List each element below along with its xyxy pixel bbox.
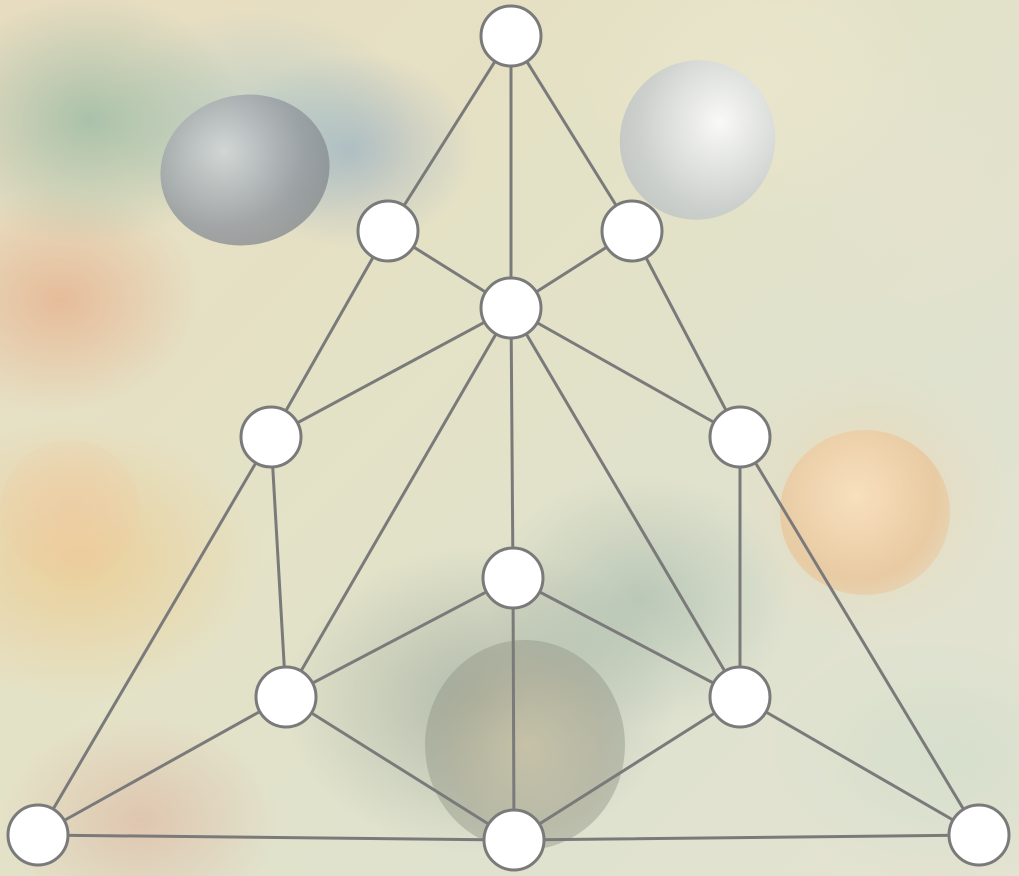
node-c[interactable] — [481, 278, 541, 338]
edge-ml-ll — [271, 437, 286, 697]
node-br[interactable] — [949, 805, 1009, 865]
edge-ll-bm — [286, 697, 514, 840]
node-ll[interactable] — [256, 667, 316, 727]
edge-ll-bl — [38, 697, 286, 835]
node-top[interactable] — [481, 6, 541, 66]
node-layer — [8, 6, 1009, 870]
edge-ml-bl — [38, 437, 271, 835]
node-lr[interactable] — [710, 667, 770, 727]
edge-lr-br — [740, 697, 979, 835]
edge-lr-bm — [514, 697, 740, 840]
node-ml[interactable] — [241, 407, 301, 467]
edge-in-bm — [513, 578, 514, 840]
node-ul[interactable] — [358, 201, 418, 261]
node-ur[interactable] — [602, 201, 662, 261]
edge-layer — [38, 36, 979, 840]
edge-top-ul — [388, 36, 511, 231]
node-in[interactable] — [483, 548, 543, 608]
edge-bm-br — [514, 835, 979, 840]
edge-top-ur — [511, 36, 632, 231]
edge-bl-bm — [38, 835, 514, 840]
node-bm[interactable] — [484, 810, 544, 870]
node-bl[interactable] — [8, 805, 68, 865]
node-mr[interactable] — [710, 407, 770, 467]
edge-mr-br — [740, 437, 979, 835]
edge-c-in — [511, 308, 513, 578]
